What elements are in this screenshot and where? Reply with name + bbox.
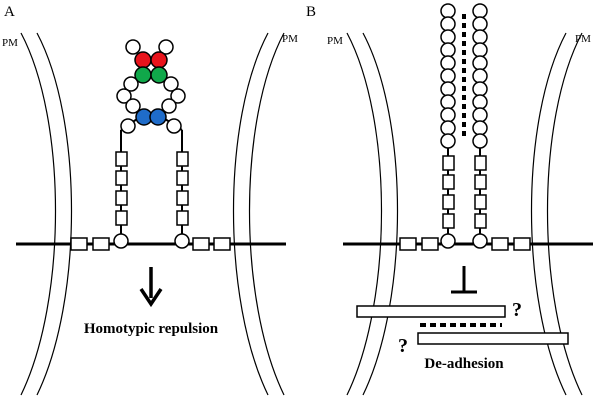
lower-adhesion-bar [417, 332, 569, 345]
panel-b-label: B [306, 4, 316, 20]
panel-b-membrane-boxes [399, 237, 531, 251]
panel-b-left-membrane [346, 32, 399, 396]
panel-b-inhibition-symbol [451, 266, 477, 294]
pm-label: PM [575, 33, 591, 45]
panel-a-left-membrane [20, 32, 73, 396]
panel-a-right-stalk [174, 130, 190, 249]
upper-adhesion-bar [356, 305, 506, 318]
panel-b-right-molecule [472, 3, 488, 249]
red-domain [134, 51, 152, 69]
panel-a: A PM PM [2, 4, 298, 396]
panel-a-down-arrow [139, 267, 163, 308]
pm-label: PM [2, 37, 18, 49]
caption-homotypic-repulsion: Homotypic repulsion [84, 321, 219, 337]
green-domain [150, 66, 168, 84]
panel-b: B PM PM [306, 3, 593, 396]
panel-a-label: A [4, 4, 15, 20]
blue-domain [149, 108, 167, 126]
pm-label: PM [327, 35, 343, 47]
question-mark: ? [512, 299, 522, 321]
question-mark: ? [398, 335, 408, 357]
panel-a-left-stalk [113, 130, 129, 249]
panel-a-ig-domain-head [116, 39, 186, 134]
panel-b-left-molecule [440, 3, 456, 249]
panel-a-right-membrane [232, 32, 285, 396]
caption-de-adhesion: De-adhesion [424, 356, 504, 372]
red-domain [150, 51, 168, 69]
panel-b-right-membrane [530, 32, 583, 396]
panel-a-membrane-boxes [70, 237, 231, 251]
pm-label: PM [282, 33, 298, 45]
